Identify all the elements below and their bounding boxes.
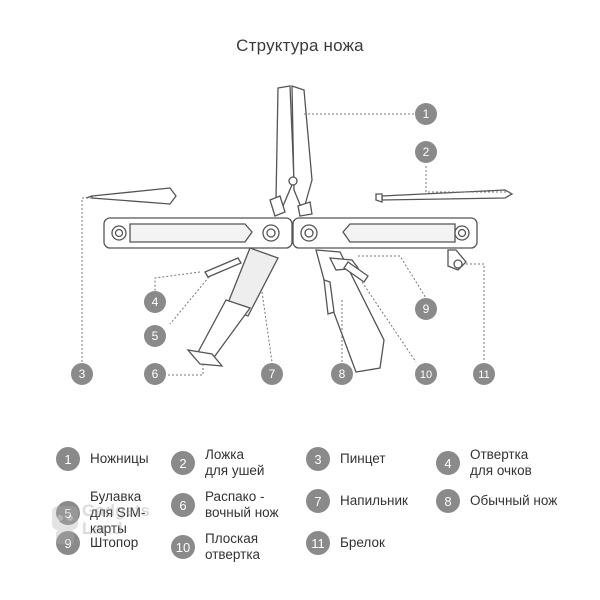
callout-9: 9 — [415, 298, 437, 320]
ear-spoon-shape — [375, 189, 514, 203]
svg-text:10: 10 — [420, 369, 432, 381]
legend-label: Булавка для SIM- карты — [90, 489, 146, 536]
legend-item-8: 8 Обычный нож — [436, 489, 557, 513]
legend-item-2: 2 Ложка для ушей — [171, 447, 264, 479]
svg-text:2: 2 — [423, 145, 430, 159]
callout-4: 4 — [144, 291, 166, 313]
callout-3: 3 — [71, 363, 93, 385]
callout-8: 8 — [331, 363, 353, 385]
legend-number: 6 — [171, 493, 195, 517]
legend-number: 8 — [436, 489, 460, 513]
legend-item-4: 4 Отвертка для очков — [436, 447, 532, 479]
svg-text:8: 8 — [339, 367, 346, 381]
legend-item-11: 11 Брелок — [306, 531, 385, 555]
left-tools — [186, 247, 279, 367]
callout-7: 7 — [261, 363, 283, 385]
legend-label: Ложка для ушей — [205, 447, 265, 478]
callout-11: 11 — [473, 363, 495, 385]
svg-text:3: 3 — [79, 367, 86, 381]
legend-item-6: 6 Распако - вочный нож — [171, 489, 279, 521]
legend-number: 9 — [56, 531, 80, 555]
legend-item-9: 9 Штопор — [56, 531, 138, 555]
legend-label: Обычный нож — [470, 493, 558, 508]
svg-text:9: 9 — [423, 302, 430, 316]
legend-number: 5 — [56, 501, 80, 525]
legend-label: Пинцет — [340, 451, 386, 466]
legend-label: Напильник — [340, 493, 408, 508]
callout-2: 2 — [415, 141, 437, 163]
callout-1: 1 — [415, 103, 437, 125]
legend-label: Отвертка для очков — [470, 447, 532, 478]
svg-text:11: 11 — [478, 369, 489, 381]
watermark-text: Gadgets Land — [82, 501, 151, 538]
legend-label: Распако - вочный нож — [205, 489, 279, 520]
legend-label: Брелок — [340, 535, 385, 550]
legend-number: 3 — [306, 447, 330, 471]
legend-label: Штопор — [90, 535, 139, 550]
legend-item-5: 5 Булавка для SIM- карты — [56, 489, 145, 537]
callout-10: 10 — [415, 363, 437, 385]
page-title: Структура ножа — [236, 36, 364, 55]
legend-label: Ножницы — [90, 451, 149, 466]
svg-text:5: 5 — [152, 329, 159, 343]
svg-text:7: 7 — [269, 367, 276, 381]
legend-label: Плоская отвертка — [205, 531, 261, 562]
scissors-shape — [269, 85, 313, 217]
svg-text:4: 4 — [152, 295, 159, 309]
keyring-shape — [447, 249, 467, 271]
knife-handles — [103, 217, 478, 249]
svg-text:1: 1 — [423, 107, 430, 121]
legend-number: 4 — [436, 451, 460, 475]
callout-5: 5 — [144, 325, 166, 347]
legend-number: 7 — [306, 489, 330, 513]
legend-item-3: 3 Пинцет — [306, 447, 386, 471]
legend-item-7: 7 Напильник — [306, 489, 408, 513]
callout-badges: 1 2 3 4 5 6 7 8 9 10 11 — [71, 103, 495, 385]
robot-icon — [52, 506, 78, 544]
right-tools — [315, 249, 385, 373]
legend-number: 11 — [306, 531, 330, 555]
tweezers-shape — [85, 187, 177, 205]
legend-number: 10 — [171, 535, 195, 559]
watermark-logo: Gadgets Land — [46, 498, 176, 558]
svg-text:6: 6 — [152, 367, 159, 381]
legend-item-1: 1 Ножницы — [56, 447, 149, 471]
callout-6: 6 — [144, 363, 166, 385]
leader-lines — [81, 113, 512, 376]
legend-number: 2 — [171, 451, 195, 475]
legend-item-10: 10 Плоская отвертка — [171, 531, 260, 563]
legend-number: 1 — [56, 447, 80, 471]
